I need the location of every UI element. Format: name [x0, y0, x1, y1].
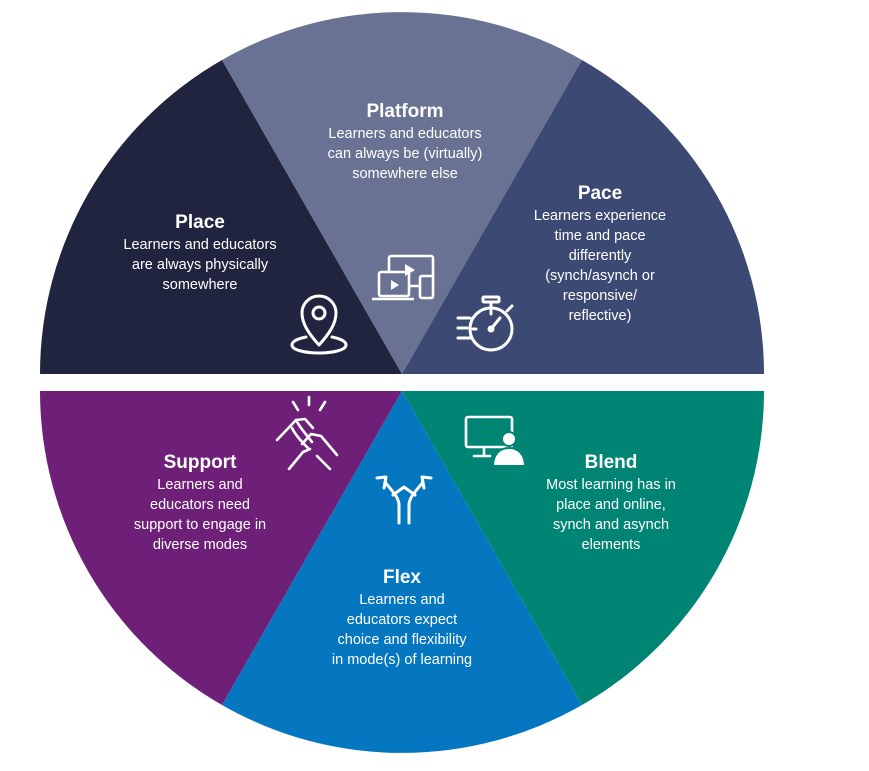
support-text: Support Learners and educators need supp… — [110, 452, 290, 555]
segment-blend — [402, 391, 764, 705]
location-pin-icon — [290, 294, 348, 355]
place-text: Place Learners and educators are always … — [100, 212, 300, 295]
pace-description: Learners experience time and pace differ… — [533, 208, 667, 324]
stopwatch-icon — [456, 295, 514, 352]
pace-title: Pace — [577, 183, 623, 204]
flex-title: Flex — [382, 567, 422, 588]
clasped-hands-icon — [275, 395, 339, 471]
place-description: Learners and educators are always physic… — [123, 237, 277, 293]
flex-description: Learners and educators expect choice and… — [331, 592, 473, 668]
platform-title: Platform — [366, 101, 444, 122]
blend-title: Blend — [584, 452, 638, 473]
support-description: Learners and educators need support to e… — [133, 477, 267, 553]
platform-text: Platform Learners and educators can alwa… — [300, 101, 510, 184]
pace-text: Pace Learners experience time and pace d… — [510, 183, 690, 326]
place-title: Place — [175, 212, 225, 233]
support-title: Support — [163, 452, 237, 473]
split-arrows-icon — [375, 475, 433, 525]
segment-support — [40, 391, 402, 705]
devices-icon — [372, 254, 435, 301]
blend-description: Most learning has in place and online, s… — [546, 477, 676, 553]
blend-text: Blend Most learning has in place and onl… — [516, 452, 706, 555]
segment-place — [40, 60, 402, 374]
computer-user-icon — [464, 415, 527, 467]
segment-flex — [222, 391, 582, 753]
flex-text: Flex Learners and educators expect choic… — [307, 567, 497, 670]
segment-platform — [222, 12, 582, 374]
platform-description: Learners and educators can always be (vi… — [327, 126, 483, 182]
